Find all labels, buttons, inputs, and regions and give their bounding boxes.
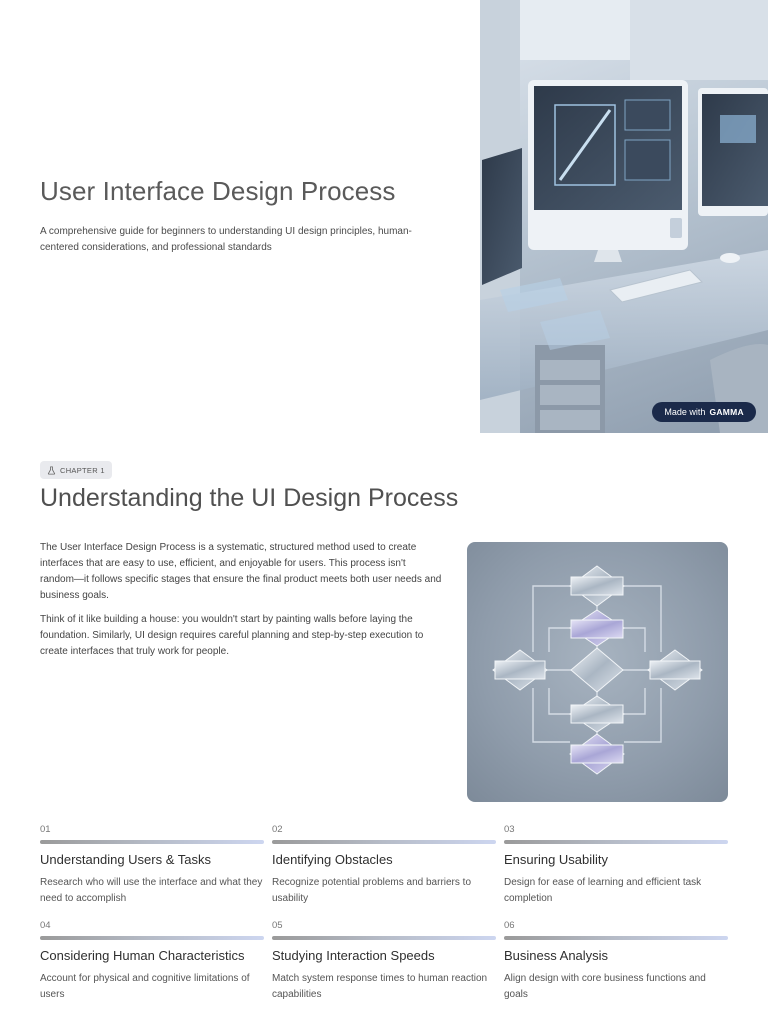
step-divider [40, 936, 264, 940]
step-number: 05 [272, 920, 283, 931]
step-title: Identifying Obstacles [272, 852, 393, 867]
chapter-title: Understanding the UI Design Process [40, 484, 459, 512]
step-divider [272, 840, 496, 844]
step-title: Understanding Users & Tasks [40, 852, 212, 867]
step-card: 01 Understanding Users & Tasks Research … [40, 824, 264, 907]
step-card: 06 Business Analysis Align design with c… [504, 920, 728, 1003]
step-card: 04 Considering Human Characteristics Acc… [40, 920, 264, 1003]
step-title: Business Analysis [504, 948, 609, 963]
step-divider [272, 936, 496, 940]
step-card: 03 Ensuring Usability Design for ease of… [504, 824, 728, 907]
chapter-paragraph: The User Interface Design Process is a s… [40, 542, 442, 601]
made-with-label: Made with [664, 407, 706, 417]
step-number: 06 [504, 920, 515, 931]
step-title: Considering Human Characteristics [40, 948, 245, 963]
step-description: Align design with core business function… [504, 973, 706, 1000]
step-description: Design for ease of learning and efficien… [504, 877, 702, 904]
step-card: 02 Identifying Obstacles Recognize poten… [272, 824, 496, 907]
step-divider [504, 936, 728, 940]
step-number: 03 [504, 824, 515, 835]
step-description: Match system response times to human rea… [272, 973, 488, 1000]
step-title: Studying Interaction Speeds [272, 948, 435, 963]
step-number: 04 [40, 920, 51, 931]
step-description: Recognize potential problems and barrier… [272, 877, 471, 904]
step-description: Account for physical and cognitive limit… [40, 973, 250, 1000]
step-divider [504, 840, 728, 844]
step-number: 02 [272, 824, 283, 835]
step-description: Research who will use the interface and … [40, 877, 263, 904]
flowchart-illustration [467, 542, 728, 802]
page-title: User Interface Design Process [40, 176, 396, 206]
made-with-badge[interactable]: Made with GAMMA [652, 402, 756, 422]
brand-logo: GAMMA [709, 407, 744, 417]
step-number: 01 [40, 824, 51, 835]
chapter-body: The User Interface Design Process is a s… [40, 540, 442, 668]
workstation-illustration: Made with GAMMA [480, 0, 768, 433]
hero-section: User Interface Design Process A comprehe… [0, 0, 768, 433]
step-divider [40, 840, 264, 844]
chapter-badge-label: CHAPTER 1 [60, 465, 105, 475]
chapter-badge: CHAPTER 1 [40, 461, 112, 479]
chapter-paragraph: Think of it like building a house: you w… [40, 614, 424, 657]
page-subtitle: A comprehensive guide for beginners to u… [40, 226, 412, 253]
flask-icon [47, 465, 56, 475]
step-title: Ensuring Usability [504, 852, 609, 867]
step-card: 05 Studying Interaction Speeds Match sys… [272, 920, 496, 1003]
